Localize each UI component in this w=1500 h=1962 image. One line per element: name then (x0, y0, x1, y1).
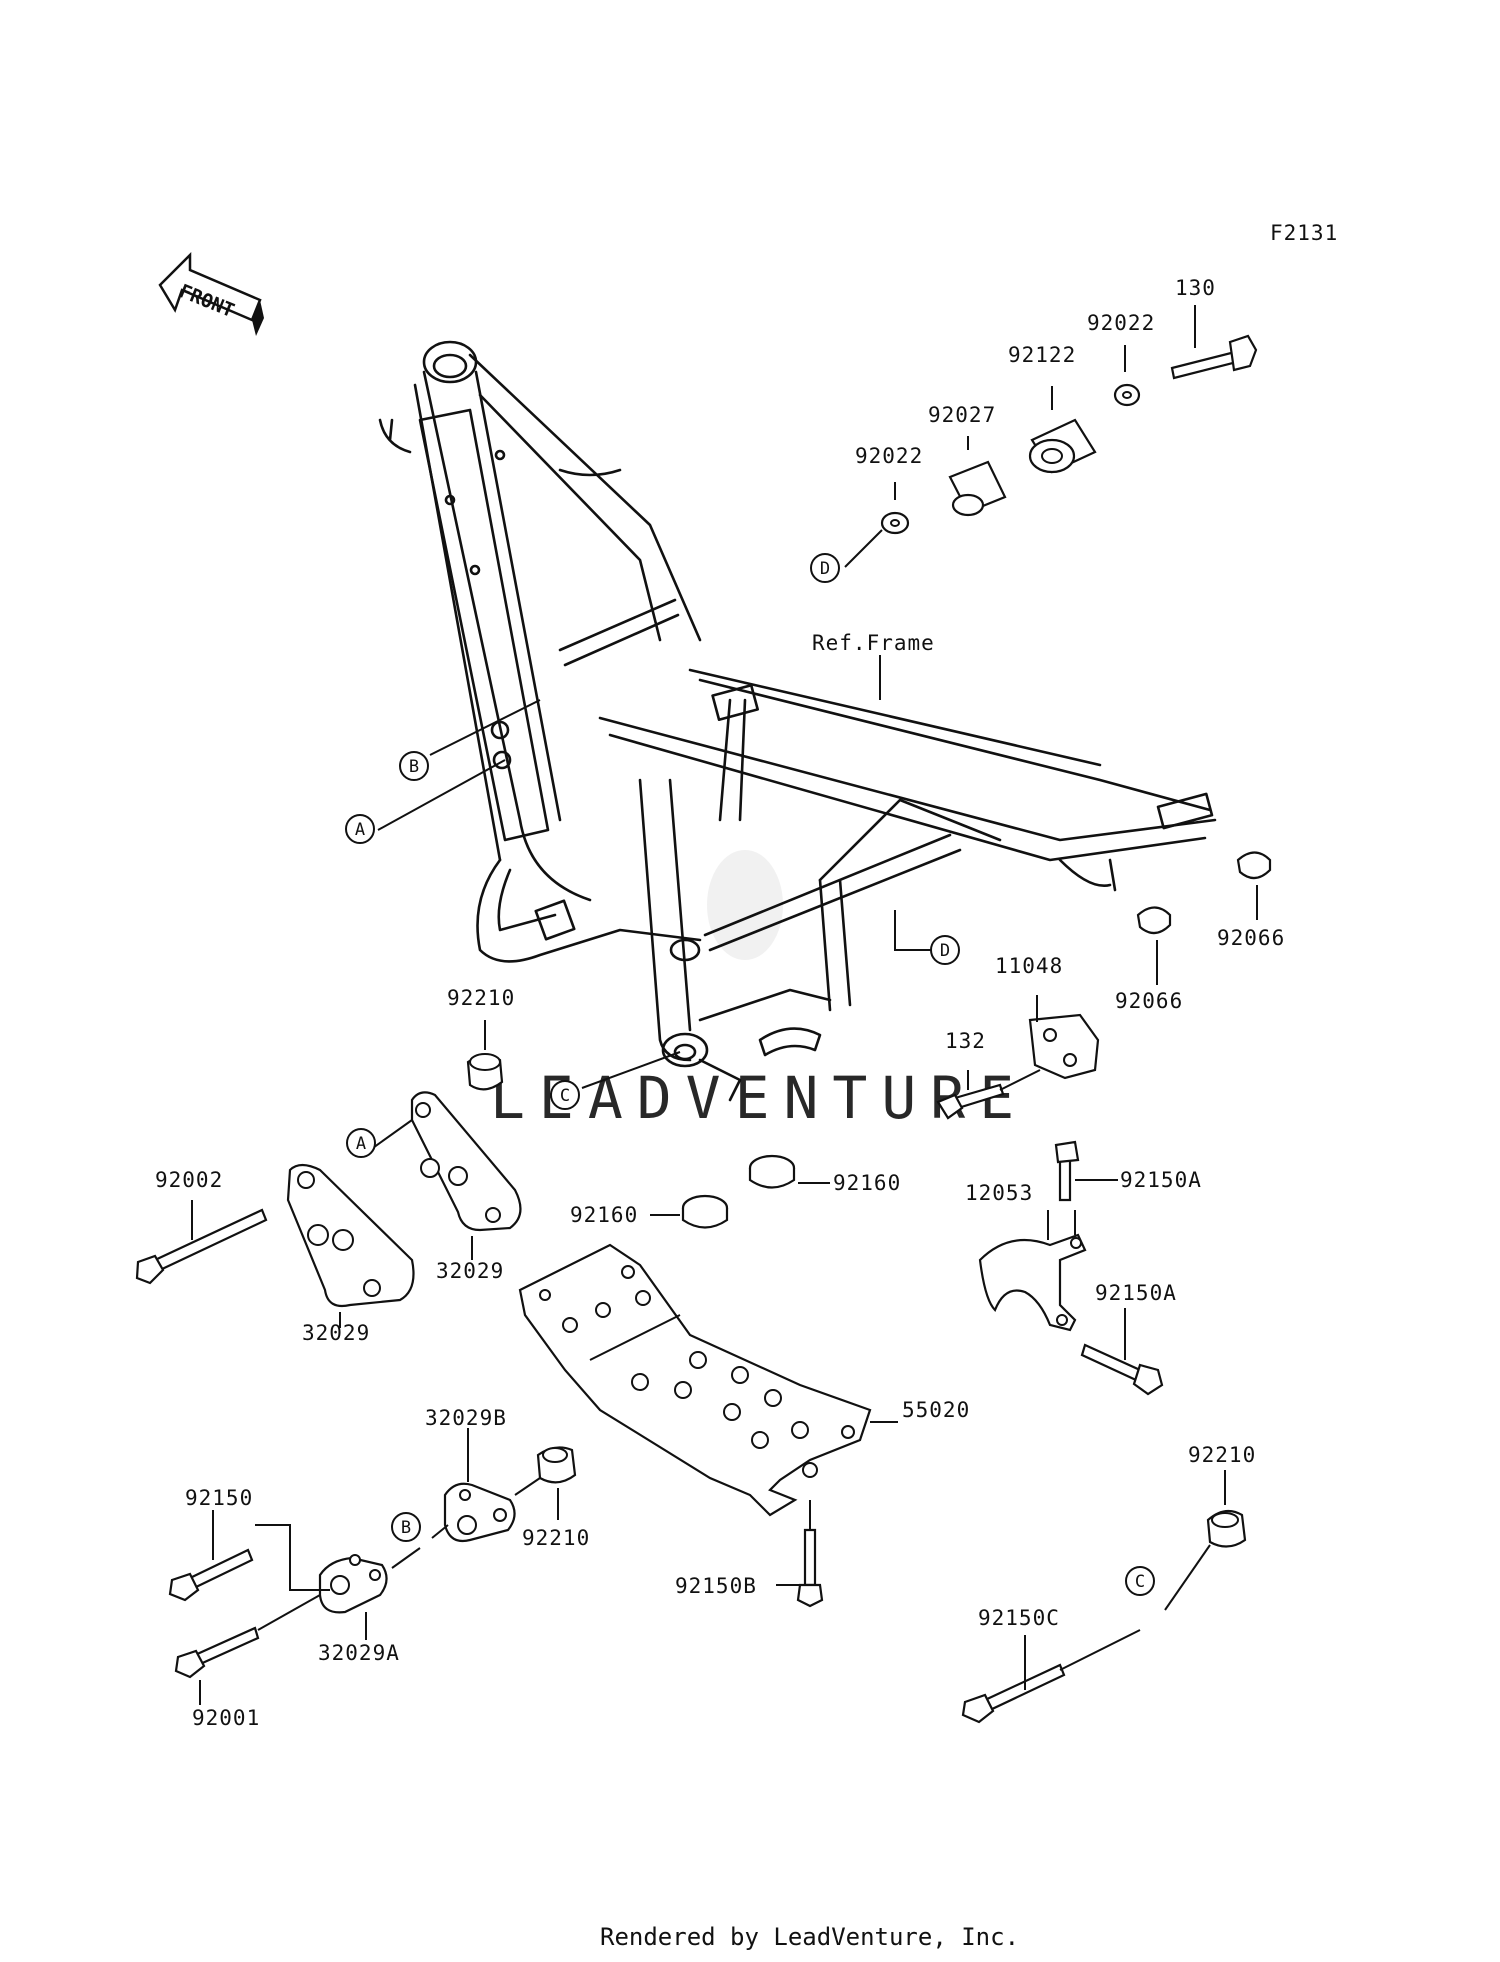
ref-letter-c-bolt: C (1125, 1566, 1155, 1596)
part-55020-skid-plate (518, 1243, 872, 1517)
part-92122-bushing (1028, 418, 1097, 474)
callout-92210-mid: 92210 (522, 1526, 590, 1550)
svg-text:B: B (409, 757, 419, 777)
part-132-bolt (936, 1083, 1005, 1120)
callout-92002: 92002 (155, 1168, 223, 1192)
callout-92160-right: 92160 (833, 1171, 901, 1195)
callout-32029-right: 32029 (436, 1259, 504, 1283)
part-92022-washer (880, 511, 910, 535)
svg-text:A: A (355, 820, 365, 840)
part-92150a-bolt-top (1054, 1140, 1080, 1202)
part-92027-collar (948, 460, 1007, 517)
ref-letter-a-frame: A (345, 814, 375, 844)
part-12053-clamp (978, 1233, 1087, 1332)
part-32029a-plate (318, 1554, 388, 1614)
part-92001-bolt (174, 1626, 260, 1679)
part-32029-plate-left (286, 1163, 415, 1308)
ref-letter-b-frame: B (399, 751, 429, 781)
ref-letter-d-frame: D (930, 935, 960, 965)
part-92210-nut-mid (536, 1446, 577, 1484)
callout-92027: 92027 (928, 403, 996, 427)
callout-132: 132 (945, 1029, 986, 1053)
part-130-bolt (1170, 334, 1258, 380)
callout-92160-left: 92160 (570, 1203, 638, 1227)
ref-letter-c-frame: C (550, 1080, 580, 1110)
svg-text:A: A (356, 1134, 366, 1154)
ref-letter-a-plate: A (346, 1128, 376, 1158)
callout-12053: 12053 (965, 1181, 1033, 1205)
part-11048-bracket (1028, 1013, 1100, 1080)
svg-text:D: D (940, 941, 950, 961)
callout-92001: 92001 (192, 1706, 260, 1730)
part-92150-bolt (168, 1548, 254, 1602)
part-92066-cap-b (1136, 906, 1172, 935)
callout-92150c: 92150C (978, 1606, 1060, 1630)
part-32029-plate-right (410, 1091, 522, 1232)
callout-92150a-bottom: 92150A (1095, 1281, 1177, 1305)
footer-credit: Rendered by LeadVenture, Inc. (600, 1923, 1019, 1951)
part-92210-nut-top (466, 1053, 504, 1091)
callout-32029-left: 32029 (302, 1321, 370, 1345)
part-92210-nut-right (1206, 1509, 1247, 1548)
part-92150a-bolt-bottom (1080, 1343, 1164, 1396)
part-92160-plug-right (748, 1154, 796, 1189)
part-92066-cap-a (1236, 851, 1272, 880)
diagram-code: F2131 (1270, 221, 1338, 245)
part-92160-plug-left (681, 1194, 729, 1229)
part-92150c-bolt (961, 1663, 1066, 1724)
ref-letter-d-top: D (810, 553, 840, 583)
callout-92066-a: 92066 (1217, 926, 1285, 950)
part-92002-bolt (135, 1208, 268, 1285)
part-92150b-bolt (796, 1528, 824, 1608)
callout-92022: 92022 (855, 444, 923, 468)
callout-92210-right: 92210 (1188, 1443, 1256, 1467)
callout-32029b: 32029B (425, 1406, 507, 1430)
callout-92150b: 92150B (675, 1574, 757, 1598)
callout-labels: 130 92022 92122 92027 92022 92066 92066 … (155, 276, 1285, 1730)
callout-55020: 55020 (902, 1398, 970, 1422)
callout-130: 130 (1175, 276, 1216, 300)
ref-frame-label: Ref.Frame (812, 631, 935, 655)
motorcycle-frame (378, 340, 1217, 1102)
callout-92022-top: 92022 (1087, 311, 1155, 335)
svg-text:C: C (560, 1086, 570, 1106)
callout-32029a: 32029A (318, 1641, 400, 1665)
callout-92150a-top: 92150A (1120, 1168, 1202, 1192)
front-arrow-icon: FRONT (158, 251, 264, 336)
ref-letter-b-plate: B (391, 1512, 421, 1542)
svg-text:C: C (1135, 1572, 1145, 1592)
svg-text:B: B (401, 1518, 411, 1538)
svg-text:D: D (820, 559, 830, 579)
callout-92122: 92122 (1008, 343, 1076, 367)
part-92022-washer-top (1113, 383, 1141, 407)
callout-92210-top: 92210 (447, 986, 515, 1010)
callout-92150: 92150 (185, 1486, 253, 1510)
callout-11048: 11048 (995, 954, 1063, 978)
part-32029b-plate (443, 1482, 516, 1543)
callout-92066-b: 92066 (1115, 989, 1183, 1013)
